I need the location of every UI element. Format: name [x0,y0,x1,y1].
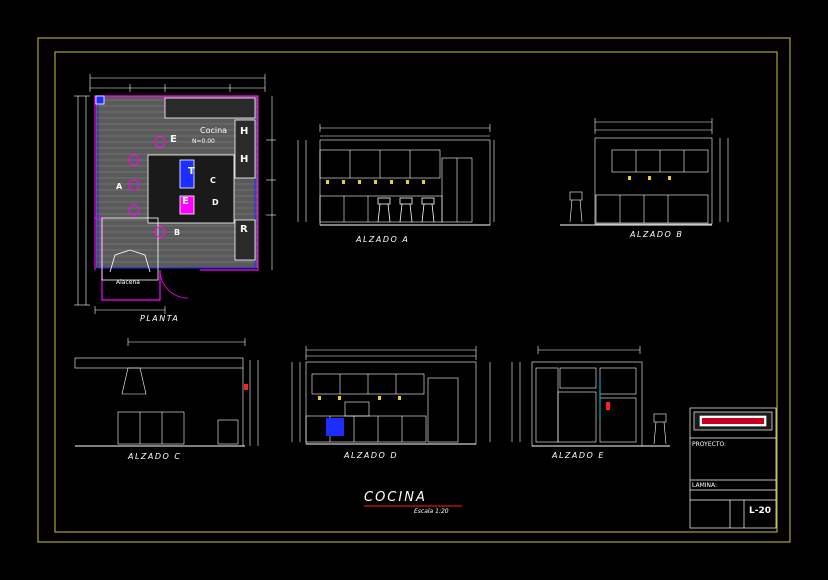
title-block-proyecto: PROYECTO: [692,441,727,448]
elevation-b [560,118,729,226]
title-block-lamina: LAMINA: [692,482,718,489]
drawing-title: COCINA [364,490,427,505]
plan-counters [95,95,256,299]
plan-marker-r: R [240,224,248,235]
alzado-e-label: ALZADO E [552,451,605,460]
outer-border [37,37,791,543]
drawing-scale: Escala 1:20 [414,508,449,515]
plan-cocina-label: Cocina [200,126,228,135]
plan-marker-t: T [188,166,195,177]
elevation-a-accents [326,180,425,184]
planta-label: PLANTA [140,314,180,323]
elevation-c-accents [244,384,248,390]
alzado-a-label: ALZADO A [356,235,410,244]
plan-section-d: D [212,198,219,207]
inner-border [54,51,778,533]
plan-level-label: N=0.00 [192,138,215,145]
elevation-e [511,346,670,447]
title-block-sheet-number: L-20 [749,506,771,516]
elevation-d-accents [318,396,401,436]
elevation-e-accents [599,378,610,420]
plan-chairs [128,136,166,238]
plan-marker-h-1: H [240,126,249,137]
floor-plan [74,74,276,314]
elevation-d [291,346,491,445]
plan-marker-e-top: E [170,134,177,145]
alzado-c-label: ALZADO C [128,452,182,461]
elevation-c [74,338,259,447]
elevation-a-stools [377,197,435,223]
elevation-a [297,124,495,226]
title-block-logo-band [702,418,764,424]
alzado-b-label: ALZADO B [630,230,684,239]
plan-marker-e-mid: E [182,196,189,207]
elevation-b-accents [628,176,671,180]
plan-section-b: B [174,228,181,237]
alzado-d-label: ALZADO D [344,451,399,460]
plan-marker-h-2: H [240,154,249,165]
plan-section-a: A [116,182,123,191]
plan-section-c: C [210,176,216,185]
plan-alacena-label: Alacena [116,279,140,286]
